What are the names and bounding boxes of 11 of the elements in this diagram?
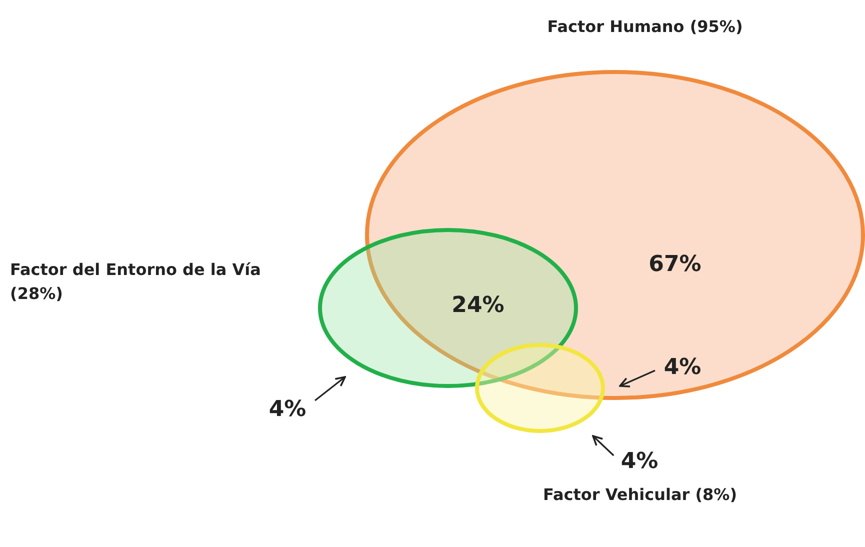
arrow	[619, 370, 656, 388]
region-value: 24%	[450, 292, 506, 320]
region-value: 4%	[662, 354, 702, 382]
set-label: Factor del Entorno de la Vía (28%)	[10, 259, 262, 305]
arrow	[592, 435, 614, 456]
arrow	[314, 376, 346, 402]
region-value: 4%	[620, 448, 660, 476]
set-label: Factor Humano (95%)	[546, 16, 744, 38]
set-label: Factor Vehicular (8%)	[542, 484, 738, 506]
region-value: 67%	[648, 251, 702, 279]
region-value: 4%	[268, 396, 308, 424]
